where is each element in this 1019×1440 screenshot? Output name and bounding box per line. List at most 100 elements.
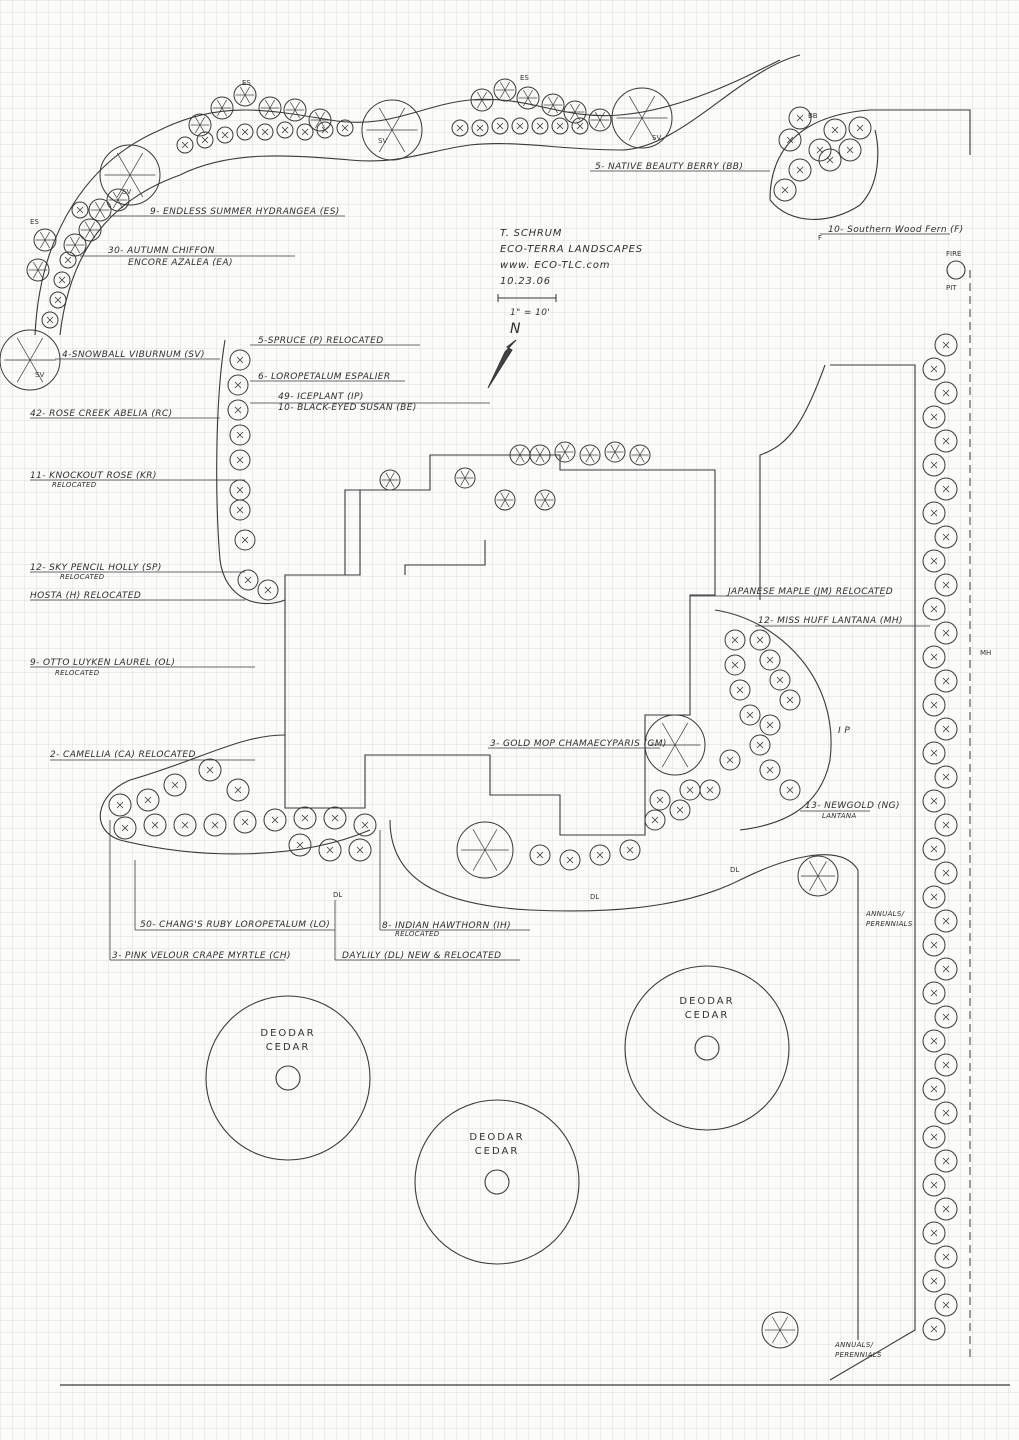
plant-x-mark	[756, 636, 764, 644]
plant-symbol	[551, 117, 569, 135]
plant-x-mark	[731, 636, 739, 644]
plant-spoke	[472, 849, 486, 871]
plant-spoke	[635, 454, 641, 463]
plant-symbol	[649, 789, 671, 811]
plant-spoke	[472, 829, 486, 851]
plant-x-mark	[264, 586, 272, 594]
plant-symbol	[611, 87, 673, 149]
plant-symbol	[934, 1149, 958, 1173]
plant-symbol	[579, 444, 601, 466]
plant-x-mark	[766, 656, 774, 664]
plant-x-mark	[930, 557, 938, 565]
plant-x-mark	[596, 851, 604, 859]
plant-x-mark	[781, 186, 789, 194]
plant-symbol	[779, 689, 801, 711]
plant-x-mark	[261, 128, 269, 136]
driveway-east-edge	[829, 364, 916, 1381]
plant-symbol	[559, 849, 581, 871]
plant-x-mark	[706, 786, 714, 794]
plant-spoke	[195, 116, 201, 126]
plant-symbol	[589, 844, 611, 866]
plant-x-mark	[746, 711, 754, 719]
plant-spoke	[560, 451, 566, 460]
plant-symbol	[509, 444, 531, 466]
label-perennials-2: PERENNIALS	[835, 1351, 882, 1359]
plant-x-mark	[942, 629, 950, 637]
label-otto-luyken: 9- OTTO LUYKEN LAUREL (OL)	[30, 658, 175, 668]
plant-spoke	[628, 117, 643, 141]
plant-x-mark	[942, 677, 950, 685]
plant-spoke	[589, 447, 595, 456]
deodar-cedar-2	[624, 965, 790, 1131]
plant-spoke	[500, 492, 506, 501]
plant-x-mark	[121, 824, 129, 832]
client-name: T. SCHRUM	[500, 228, 562, 239]
plant-symbol	[934, 573, 958, 597]
plant-symbol	[26, 258, 50, 282]
plant-spoke	[99, 209, 105, 219]
plant-spoke	[639, 454, 645, 463]
plant-spoke	[74, 244, 80, 254]
cedar-1-label-1: DEODAR	[260, 1028, 315, 1039]
plant-spoke	[290, 101, 296, 111]
plant-spoke	[504, 81, 510, 91]
plant-x-mark	[151, 821, 159, 829]
plant-spoke	[500, 81, 506, 91]
plant-x-mark	[930, 461, 938, 469]
plant-symbol	[724, 629, 746, 651]
plant-symbol	[534, 489, 556, 511]
plant-x-mark	[456, 124, 464, 132]
plant-symbol	[848, 116, 872, 140]
plant-symbol	[644, 714, 706, 776]
plant-symbol	[922, 645, 946, 669]
plant-spoke	[294, 109, 300, 119]
plant-symbol	[143, 813, 167, 837]
plant-symbol	[729, 679, 751, 701]
label-knockout-rose-relocated: RELOCATED	[52, 481, 97, 489]
label-hosta: HOSTA (H) RELOCATED	[30, 591, 141, 601]
plant-spoke	[599, 111, 605, 121]
plant-symbol	[353, 813, 377, 837]
plant-x-mark	[826, 156, 834, 164]
plant-spoke	[779, 1316, 788, 1331]
plant-x-mark	[686, 786, 694, 794]
plant-symbol	[229, 349, 251, 371]
plant-x-mark	[930, 989, 938, 997]
plant-x-mark	[171, 781, 179, 789]
plant-x-mark	[234, 786, 242, 794]
plant-x-mark	[766, 721, 774, 729]
plant-x-mark	[236, 456, 244, 464]
plant-spoke	[540, 499, 546, 508]
plant-spoke	[265, 107, 271, 117]
plant-symbol	[934, 717, 958, 741]
plant-x-mark	[626, 846, 634, 854]
plant-x-mark	[736, 686, 744, 694]
company-name: ECO-TERRA LANDSCAPES	[500, 244, 643, 255]
plant-x-mark	[942, 1205, 950, 1213]
north-bed-edge	[59, 54, 801, 336]
leader-lines	[30, 170, 950, 961]
cedar-group: DEODAR CEDAR DEODAR CEDAR DEODAR CEDAR	[205, 965, 790, 1265]
plant-symbol	[818, 148, 842, 172]
plant-spoke	[589, 454, 595, 463]
plant-spoke	[290, 109, 296, 119]
plant-spoke	[574, 111, 580, 121]
plant-spoke	[460, 470, 466, 479]
plant-symbol	[749, 734, 771, 756]
label-es-3: ES	[30, 218, 39, 226]
plant-spoke	[33, 261, 39, 271]
plant-symbol	[922, 405, 946, 429]
label-sv-1: SV	[122, 188, 131, 196]
plant-symbol	[226, 778, 250, 802]
plant-spoke	[560, 444, 566, 453]
north-arrow-icon	[487, 339, 517, 389]
cedar-2-label-1: DEODAR	[679, 996, 734, 1007]
plant-symbol	[922, 933, 946, 957]
plant-spoke	[221, 99, 227, 109]
plant-symbol	[934, 909, 958, 933]
plant-spoke	[504, 89, 510, 99]
plant-symbol	[724, 654, 746, 676]
plant-symbol	[516, 86, 540, 110]
plant-spoke	[484, 829, 498, 851]
plant-symbol	[759, 759, 781, 781]
